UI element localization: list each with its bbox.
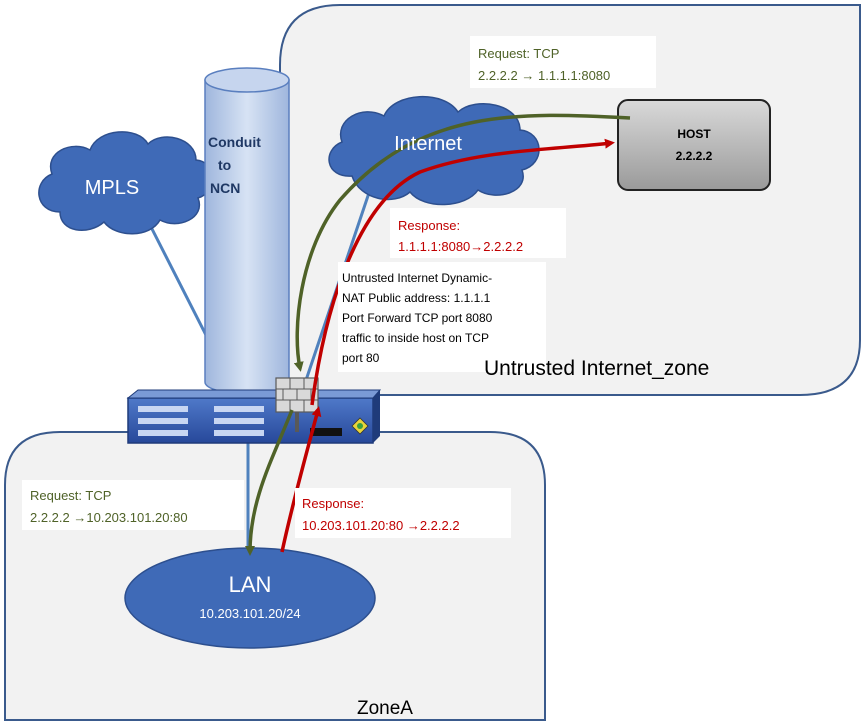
conduit-label-line1: Conduit — [208, 134, 261, 150]
request-lan-box — [22, 480, 244, 530]
router-device — [126, 389, 382, 444]
router-status-icon — [351, 417, 369, 435]
nat-note-line2: NAT Public address: 1.1.1.1 — [342, 291, 491, 305]
request-lan-line1: Request: TCP — [30, 488, 111, 503]
lan-title: LAN — [229, 572, 272, 597]
nat-note-line5: port 80 — [342, 351, 380, 365]
response-lan-line1: Response: — [302, 496, 364, 511]
request-flow-arrow-lan — [245, 409, 294, 556]
zone-a-label: ZoneA — [357, 698, 413, 719]
request-internet-line2: 2.2.2.2 → 1.1.1.1:8080 — [478, 68, 610, 83]
nat-note-line3: Port Forward TCP port 8080 — [342, 311, 493, 325]
lan-subnet: 10.203.101.20/24 — [199, 606, 300, 621]
response-lan-box — [295, 488, 511, 538]
host-ip: 2.2.2.2 — [676, 149, 713, 163]
conduit-cylinder — [204, 67, 290, 395]
response-internet-line1: Response: — [398, 218, 460, 233]
request-lan-line2: 2.2.2.2 →10.203.101.20:80 — [30, 510, 188, 525]
request-internet-box — [470, 36, 656, 88]
untrusted-zone-label: Untrusted Internet_zone — [484, 357, 709, 380]
response-flow-arrow-lan — [280, 406, 322, 553]
request-internet-line1: Request: TCP — [478, 46, 559, 61]
host-box — [617, 99, 771, 191]
response-lan-line2: 10.203.101.20:80 →2.2.2.2 — [302, 518, 460, 533]
nat-note-line4: traffic to inside host on TCP — [342, 331, 489, 345]
internet-cloud — [328, 95, 540, 206]
nat-note-line1: Untrusted Internet Dynamic- — [342, 271, 492, 285]
mpls-cloud — [38, 131, 214, 235]
conduit-label-line2: to — [218, 157, 231, 173]
response-internet-box — [390, 208, 566, 258]
request-flow-arrow — [293, 113, 631, 372]
nat-note-box — [338, 262, 546, 372]
internet-label: Internet — [394, 133, 462, 155]
firewall-icon — [275, 377, 319, 432]
response-flow-arrow — [310, 138, 615, 406]
conduit-label-line3: NCN — [210, 180, 240, 196]
response-internet-line2: 1.1.1.1:8080→2.2.2.2 — [398, 239, 523, 254]
mpls-label: MPLS — [85, 177, 139, 199]
host-title: HOST — [677, 127, 711, 141]
lan-ellipse — [124, 547, 376, 649]
